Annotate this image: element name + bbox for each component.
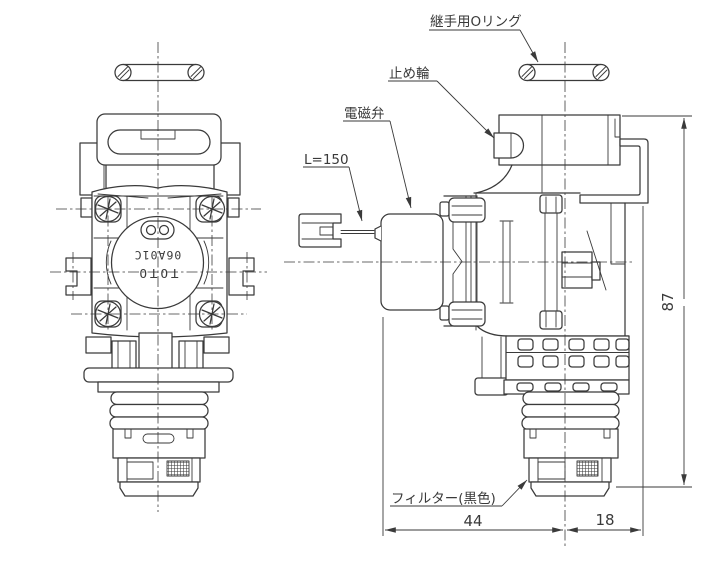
filter-mesh-icon [576, 460, 599, 477]
side-retaining-tab [493, 132, 525, 159]
label-retaining-ring-text: 止め輪 [389, 65, 430, 82]
dim-width-18-text: 18 [595, 511, 614, 529]
front-view: 06A01C TOTO [65, 63, 255, 497]
side-filter [528, 457, 612, 497]
dim-overall-height: 87 [616, 115, 692, 488]
centerlines [50, 42, 632, 548]
dim-width-18: 18 [567, 206, 644, 536]
side-lead-wire [340, 230, 375, 234]
label-solenoid-valve: 電磁弁 [343, 106, 412, 209]
housing-slot [107, 129, 211, 155]
label-filter: フィルター(黒色) [390, 479, 528, 507]
front-hooks [65, 257, 255, 296]
front-oring [114, 63, 205, 82]
front-housing [96, 113, 222, 190]
label-lead-length-text: L=150 [304, 152, 349, 168]
front-filter [117, 457, 201, 497]
outlet-port [561, 251, 593, 289]
annotations: 継手用Oリング 止め輪 電磁弁 L=150 フィルター(黒色) [303, 14, 692, 536]
side-view [298, 63, 649, 497]
front-lower-stack [83, 332, 234, 459]
front-part-marking: 06A01C TOTO [134, 248, 182, 281]
hex-bolt-icon [448, 301, 486, 327]
dim-width-44-text: 44 [463, 512, 482, 530]
side-lower-stack [521, 391, 620, 459]
label-joint-oring: 継手用Oリング [429, 14, 539, 63]
side-bolts [439, 192, 486, 331]
leader-joint-oring [519, 29, 539, 63]
leader-lead-length [348, 166, 363, 222]
hex-bolt-icon [448, 197, 486, 223]
side-bracket [579, 138, 649, 204]
leader-filter [501, 479, 528, 507]
part-marking-model: 06A01C [134, 248, 182, 262]
label-lead-length: L=150 [303, 152, 363, 222]
dim-width-44: 44 [382, 317, 563, 536]
label-solenoid-valve-text: 電磁弁 [344, 106, 385, 122]
side-lead-connector [298, 213, 342, 248]
dim-overall-height-text: 87 [659, 292, 677, 311]
part-marking-brand: TOTO [136, 266, 178, 281]
side-body [473, 164, 630, 337]
label-filter-text: フィルター(黒色) [391, 490, 496, 507]
side-oring [518, 63, 610, 82]
side-ports [474, 335, 630, 396]
label-joint-oring-text: 継手用Oリング [430, 14, 522, 30]
front-side-plates [79, 142, 241, 218]
filter-mesh-icon [166, 460, 190, 477]
label-retaining-ring: 止め輪 [388, 65, 495, 139]
leader-retaining-ring [436, 80, 495, 139]
leader-solenoid-valve [389, 120, 412, 209]
front-hub-circle [105, 215, 210, 310]
